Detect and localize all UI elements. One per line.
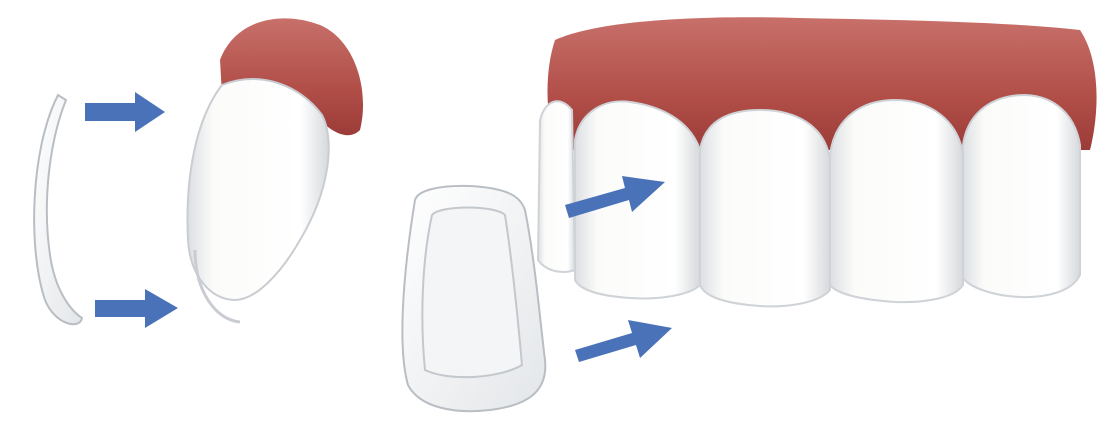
front-veneer-shell [402,186,545,411]
right-arrow-icon [85,92,165,132]
side-tooth-with-gum [187,18,363,322]
tooth [830,100,963,302]
tooth [963,95,1080,297]
side-veneer-shell [34,95,82,324]
tooth [538,101,575,272]
tooth [700,110,830,306]
right-arrow-icon [575,320,672,362]
right-arrow-icon [95,289,178,328]
